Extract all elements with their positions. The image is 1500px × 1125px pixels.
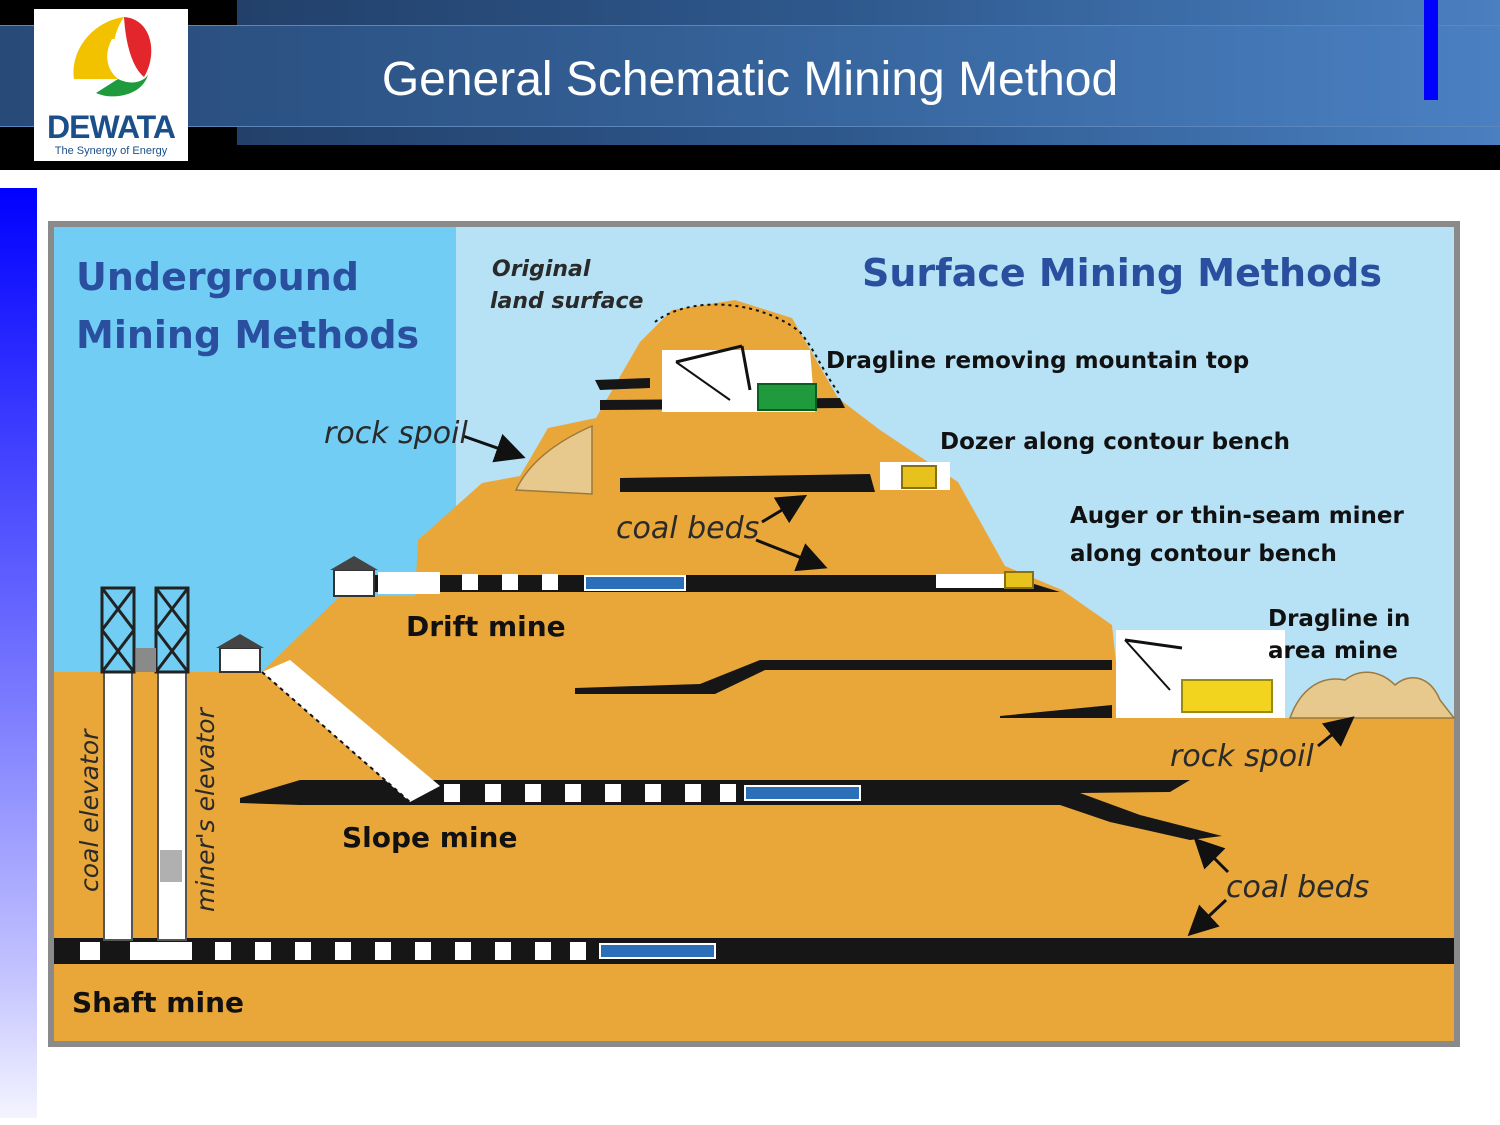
shaft-mine-label: Shaft mine	[72, 986, 244, 1019]
arrow-rock-spoil-left	[462, 433, 526, 463]
logo-wordmark: DEWATA	[47, 109, 176, 145]
dragline-area-mine-label-line2: area mine	[1268, 638, 1398, 664]
miners-elevator-shaft	[157, 671, 187, 941]
pointer-arrows	[462, 433, 1355, 937]
logo-tagline: The Synergy of Energy	[54, 145, 168, 157]
arrow-coal-beds-lower	[755, 538, 828, 572]
arrow-rock-spoil-right	[1317, 716, 1355, 748]
miners-elevator-cage	[160, 850, 182, 882]
dragline-area-mine	[1116, 630, 1285, 718]
arrow-coal-beds-upper	[761, 494, 808, 524]
coal-seam-middle	[575, 660, 1112, 694]
company-logo: DEWATA The Synergy of Energy	[34, 9, 188, 161]
headframes	[100, 586, 190, 674]
left-gradient-strip	[0, 188, 37, 1118]
coal-elevator-label: coal elevator	[75, 728, 104, 892]
dragline-mountain-top	[662, 344, 817, 412]
rock-spoil-pile-right	[1288, 671, 1456, 719]
headframe-building	[136, 648, 156, 672]
coal-seam-peak	[595, 378, 650, 390]
auger-miner-label-line2: along contour bench	[1070, 541, 1337, 567]
arrow-coal-beds-right-down	[1187, 898, 1228, 937]
miners-elevator-label: miner's elevator	[191, 706, 220, 912]
dozer-contour-bench-label: Dozer along contour bench	[940, 429, 1290, 455]
rock-spoil-label-right: rock spoil	[1170, 739, 1314, 774]
coal-elevator-shaft	[103, 671, 133, 941]
page-title: General Schematic Mining Method	[381, 53, 1119, 106]
rock-spoil-pile-left	[514, 424, 593, 495]
auger-miner-label-line1: Auger or thin-seam miner	[1070, 503, 1405, 529]
dragline-mountain-top-label: Dragline removing mountain top	[826, 348, 1249, 374]
slope-mine-label: Slope mine	[342, 821, 517, 854]
underground-heading-line2: Mining Methods	[76, 313, 419, 357]
mine-buildings	[216, 556, 378, 673]
coal-seam-area	[1000, 705, 1112, 718]
header-accent-bar	[1424, 0, 1438, 100]
underground-heading-line1: Underground	[76, 255, 359, 299]
header-title-band	[0, 25, 1500, 127]
coal-beds-label-top: coal beds	[616, 511, 759, 546]
dozer	[880, 462, 950, 490]
dragline-area-mine-label-line1: Dragline in	[1268, 606, 1410, 632]
coal-seam-upper	[620, 474, 875, 492]
original-land-surface-outline	[654, 303, 841, 396]
auger-miner	[936, 571, 1034, 589]
coal-seam-shaft	[54, 938, 1454, 964]
logo-emblem-icon	[73, 17, 152, 97]
slope-shaft-edge	[261, 671, 411, 803]
coal-beds-label-right: coal beds	[1226, 870, 1369, 905]
arrow-coal-beds-right-up	[1193, 837, 1230, 874]
coal-seam-drift	[340, 575, 1060, 592]
original-land-label-line1: Original	[492, 257, 591, 282]
slope-shaft	[262, 660, 440, 802]
drift-mine-label: Drift mine	[406, 610, 566, 643]
rock-spoil-label-left: rock spoil	[324, 416, 468, 451]
shuttle-cars	[584, 575, 861, 959]
original-land-label-line2: land surface	[490, 289, 644, 314]
surface-heading: Surface Mining Methods	[862, 251, 1382, 295]
tunnel-pillars	[80, 572, 736, 960]
